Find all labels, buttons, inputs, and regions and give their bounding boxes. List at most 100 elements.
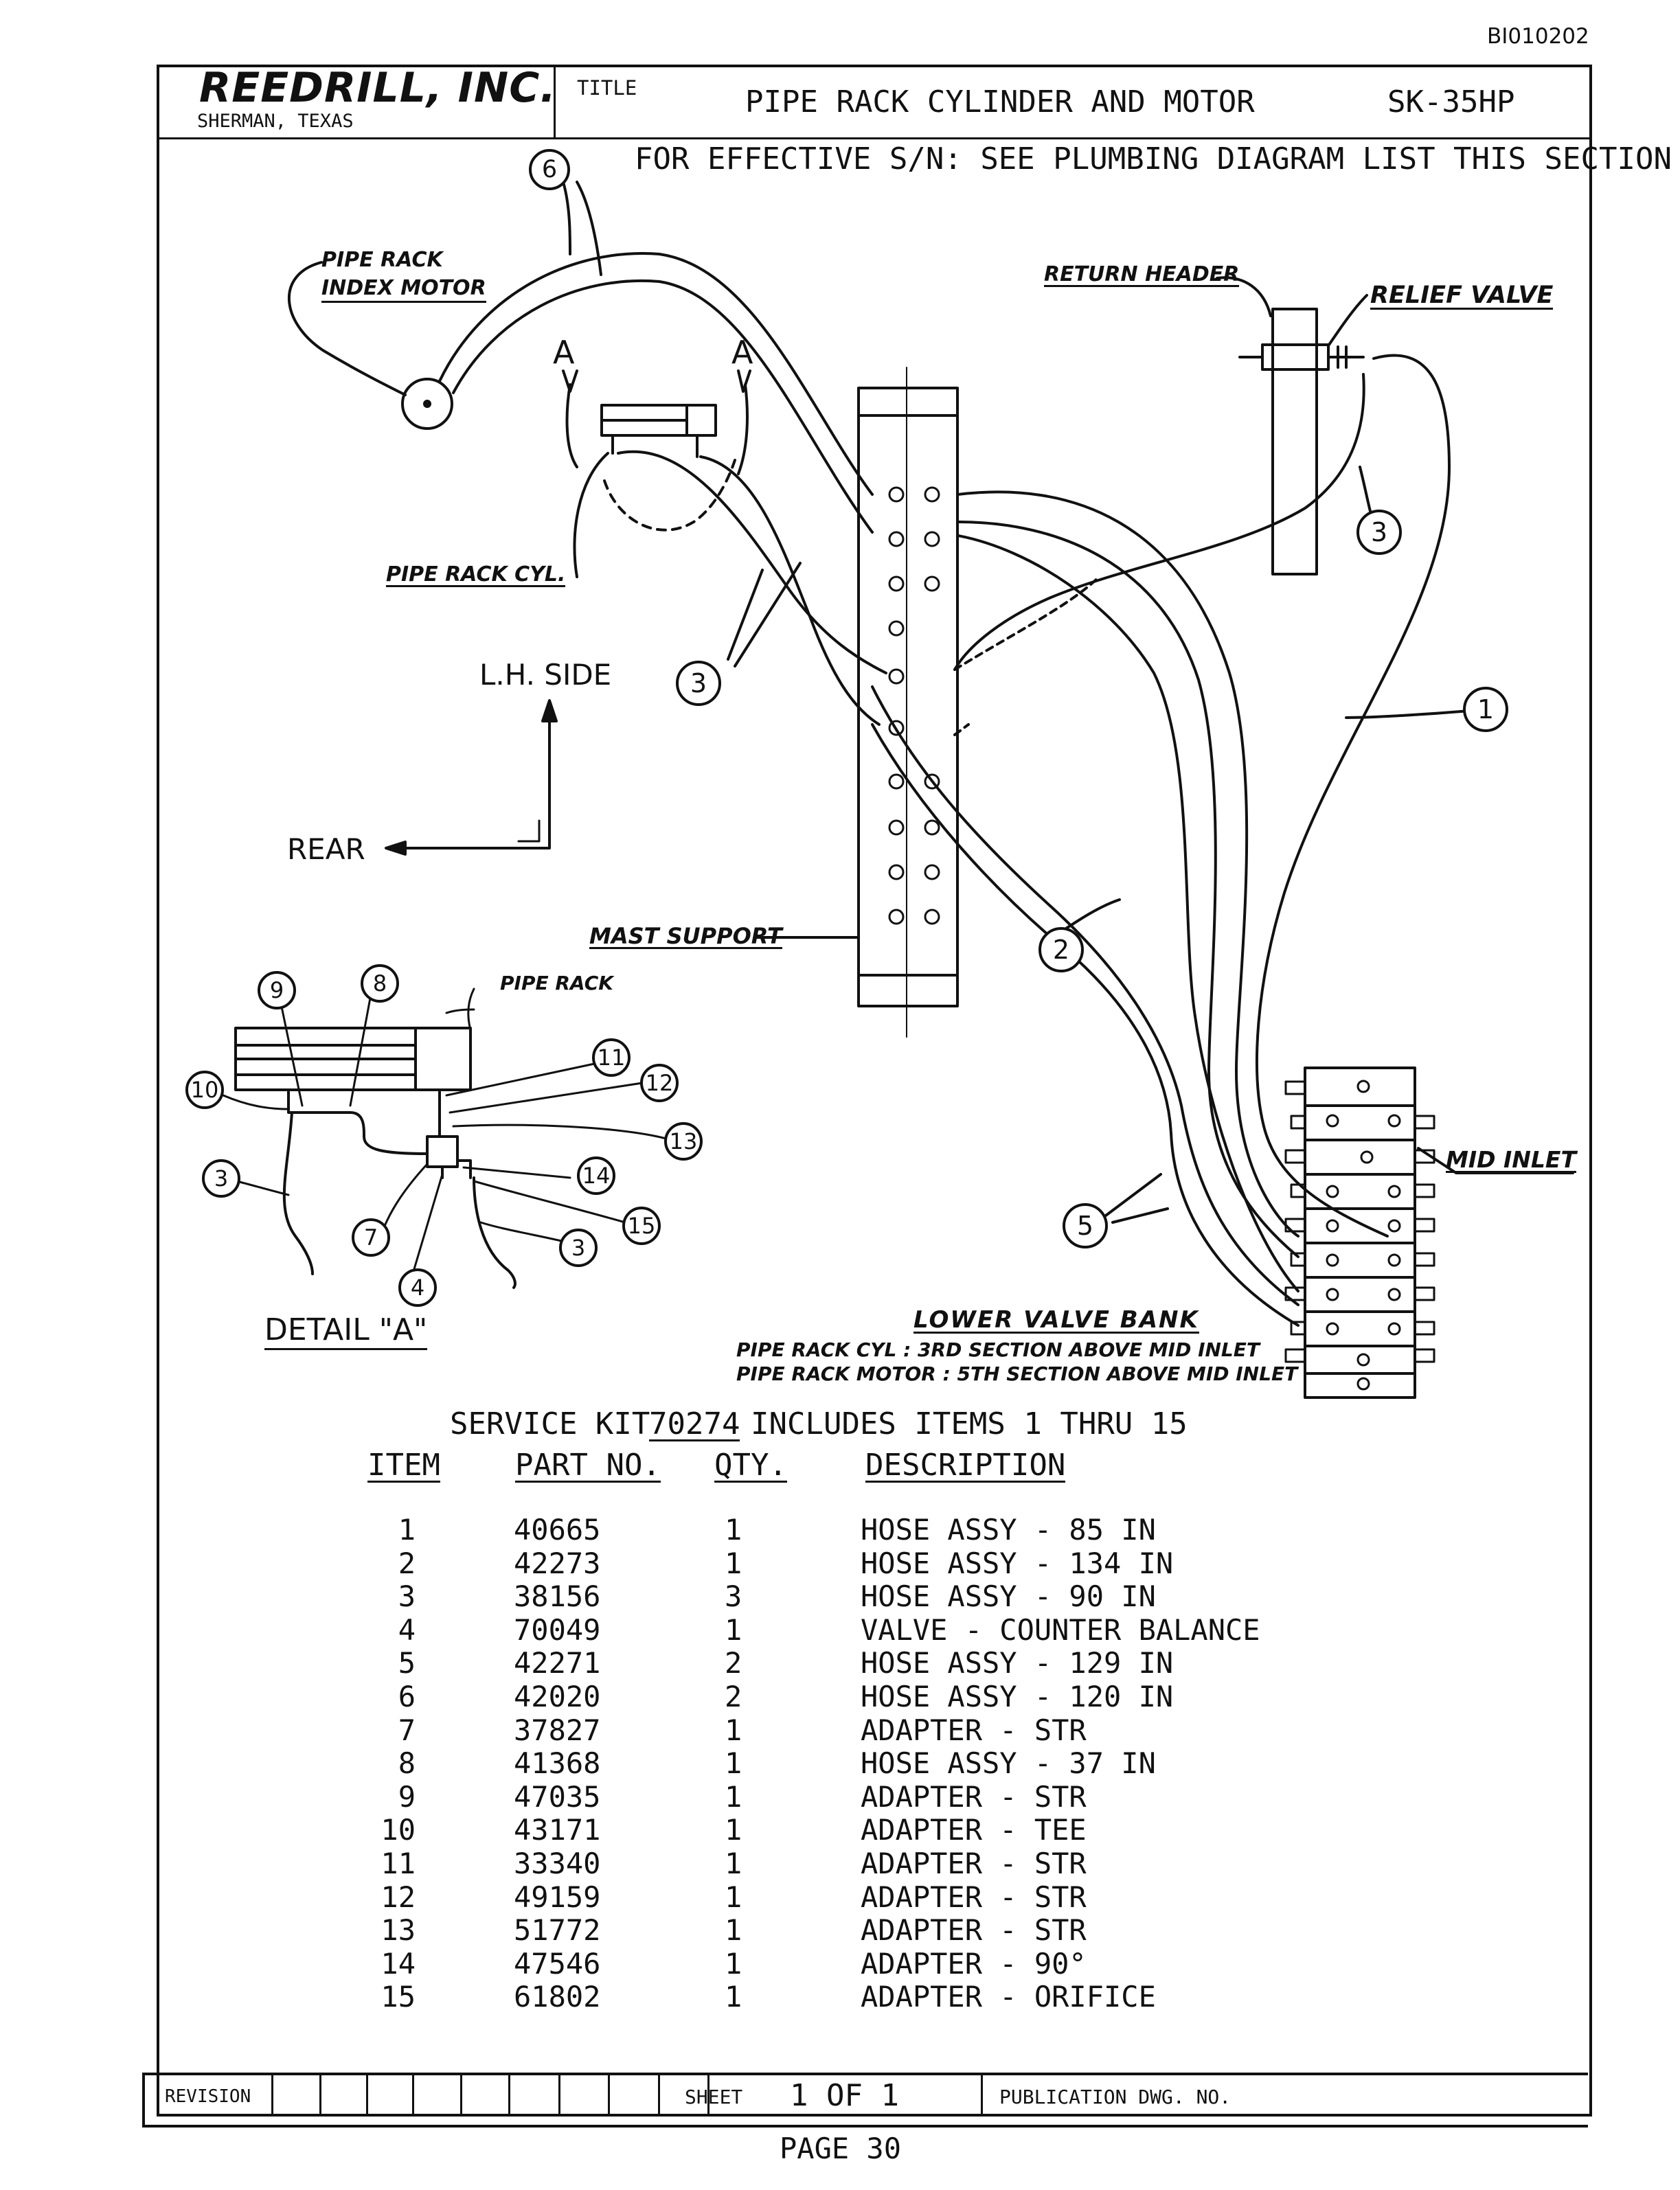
label-pipe-rack-cyl: PIPE RACK CYL. — [386, 562, 566, 587]
company-name: REEDRILL, INC. — [199, 64, 557, 112]
footer-left-edge — [142, 2073, 145, 2128]
title-label: TITLE — [577, 76, 637, 100]
description: ADAPTER - ORIFICE — [861, 1980, 1156, 2014]
hose-6-continue-a — [957, 490, 1299, 1237]
quantity: 1 — [725, 1913, 742, 1948]
quantity: 1 — [725, 1880, 742, 1914]
part-number: 38156 — [514, 1579, 601, 1614]
item-number: 10 — [381, 1813, 416, 1847]
orientation-arrow-left — [385, 841, 407, 856]
callout-bubble: 3 — [559, 1229, 598, 1267]
pipe-rack-cyl-leader — [573, 452, 609, 578]
publication-dwg-label: PUBLICATION DWG. NO. — [999, 2086, 1231, 2108]
note-pipe-rack-motor: PIPE RACK MOTOR : 5TH SECTION ABOVE MID … — [736, 1362, 1298, 1385]
description: ADAPTER - STR — [861, 1779, 1087, 1814]
part-number: 47546 — [514, 1946, 601, 1981]
description: HOSE ASSY - 120 IN — [861, 1680, 1174, 1713]
label-lh-side: L.H. SIDE — [479, 658, 612, 692]
document-code: BI010202 — [1487, 24, 1589, 49]
part-number: 47035 — [514, 1779, 601, 1814]
label-rear: REAR — [287, 832, 365, 866]
item-number: 14 — [381, 1946, 416, 1981]
index-motor-symbol — [401, 378, 453, 430]
sheet-label: SHEET — [685, 2086, 743, 2108]
company-location: SHERMAN, TEXAS — [197, 111, 354, 132]
footer-bottom-rule — [142, 2125, 1588, 2128]
quantity: 1 — [725, 1980, 742, 2014]
orientation-arrow-up — [541, 699, 558, 722]
label-mid-inlet: MID INLET — [1446, 1146, 1576, 1173]
label-pipe-rack-detail: PIPE RACK — [500, 972, 613, 994]
orientation-arrow-line — [387, 706, 551, 849]
label-lower-valve-bank: LOWER VALVE BANK — [913, 1306, 1199, 1334]
description: VALVE - COUNTER BALANCE — [861, 1612, 1260, 1647]
hose-6b — [452, 280, 874, 534]
hose-6-continue-b — [957, 521, 1299, 1258]
part-number: 42271 — [514, 1646, 601, 1680]
hose-6a — [438, 252, 874, 496]
cylinder-dashed-arc — [603, 459, 736, 532]
part-number: 37827 — [514, 1713, 601, 1747]
hose-3-cyl-a — [617, 450, 887, 674]
description: ADAPTER - STR — [861, 1847, 1087, 1880]
hose-1 — [1256, 354, 1451, 1237]
description: HOSE ASSY - 129 IN — [861, 1646, 1174, 1680]
part-number: 40665 — [514, 1513, 601, 1547]
label-index-motor: INDEX MOTOR — [321, 278, 486, 303]
quantity: 1 — [725, 1779, 742, 1814]
mast-support — [857, 387, 959, 1007]
item-number: 8 — [398, 1746, 416, 1781]
index-motor-leader — [287, 261, 407, 396]
callout-5-leaders — [1104, 1173, 1169, 1224]
quantity: 1 — [725, 1713, 742, 1747]
revision-label: REVISION — [165, 2086, 251, 2107]
part-number: 42020 — [514, 1680, 601, 1713]
description: HOSE ASSY - 37 IN — [861, 1746, 1156, 1781]
callout-bubble: 11 — [592, 1038, 631, 1077]
return-header-leader — [1216, 276, 1272, 317]
mast-holes — [888, 486, 940, 925]
item-number: 11 — [381, 1847, 416, 1880]
relief-valve-leader — [1328, 294, 1368, 346]
description: HOSE ASSY - 85 IN — [861, 1513, 1156, 1547]
column-header-part-no: PART NO. — [515, 1448, 661, 1483]
callout-6-leader-b — [576, 181, 602, 276]
callout-3-leaders — [727, 562, 802, 668]
description: HOSE ASSY - 134 IN — [861, 1546, 1174, 1580]
callout-bubble: 5 — [1063, 1203, 1108, 1248]
return-header-pipe — [1271, 308, 1318, 575]
label-mast-support: MAST SUPPORT — [589, 923, 782, 949]
callout-bubble: 3 — [202, 1159, 240, 1198]
item-number: 6 — [398, 1680, 416, 1713]
callout-bubble: 3 — [1357, 510, 1402, 555]
footer-top-rule — [142, 2073, 1588, 2075]
part-number: 61802 — [514, 1980, 601, 2014]
item-number: 13 — [381, 1913, 416, 1948]
page-number: PAGE 30 — [780, 2132, 902, 2165]
mast-hidden-hoses — [953, 575, 1100, 736]
quantity: 1 — [725, 1513, 742, 1547]
label-detail-a: DETAIL "A" — [264, 1315, 428, 1350]
quantity: 1 — [725, 1813, 742, 1847]
callout-bubble: 4 — [398, 1268, 437, 1307]
title-block-bottom-rule — [157, 137, 1592, 139]
quantity: 3 — [725, 1579, 742, 1614]
description: ADAPTER - 90° — [861, 1946, 1087, 1981]
drawing-number: SK-35HP — [1387, 84, 1515, 119]
item-number: 7 — [398, 1713, 416, 1747]
callout-1-leader — [1345, 709, 1471, 719]
service-kit-heading-post: INCLUDES ITEMS 1 THRU 15 — [751, 1406, 1188, 1441]
item-number: 3 — [398, 1579, 416, 1614]
description: ADAPTER - STR — [861, 1713, 1087, 1747]
sheet-value: 1 OF 1 — [790, 2078, 899, 2113]
description: ADAPTER - STR — [861, 1880, 1087, 1914]
detail-a-leaders — [222, 988, 668, 1277]
hose-3-relief — [953, 373, 1365, 671]
